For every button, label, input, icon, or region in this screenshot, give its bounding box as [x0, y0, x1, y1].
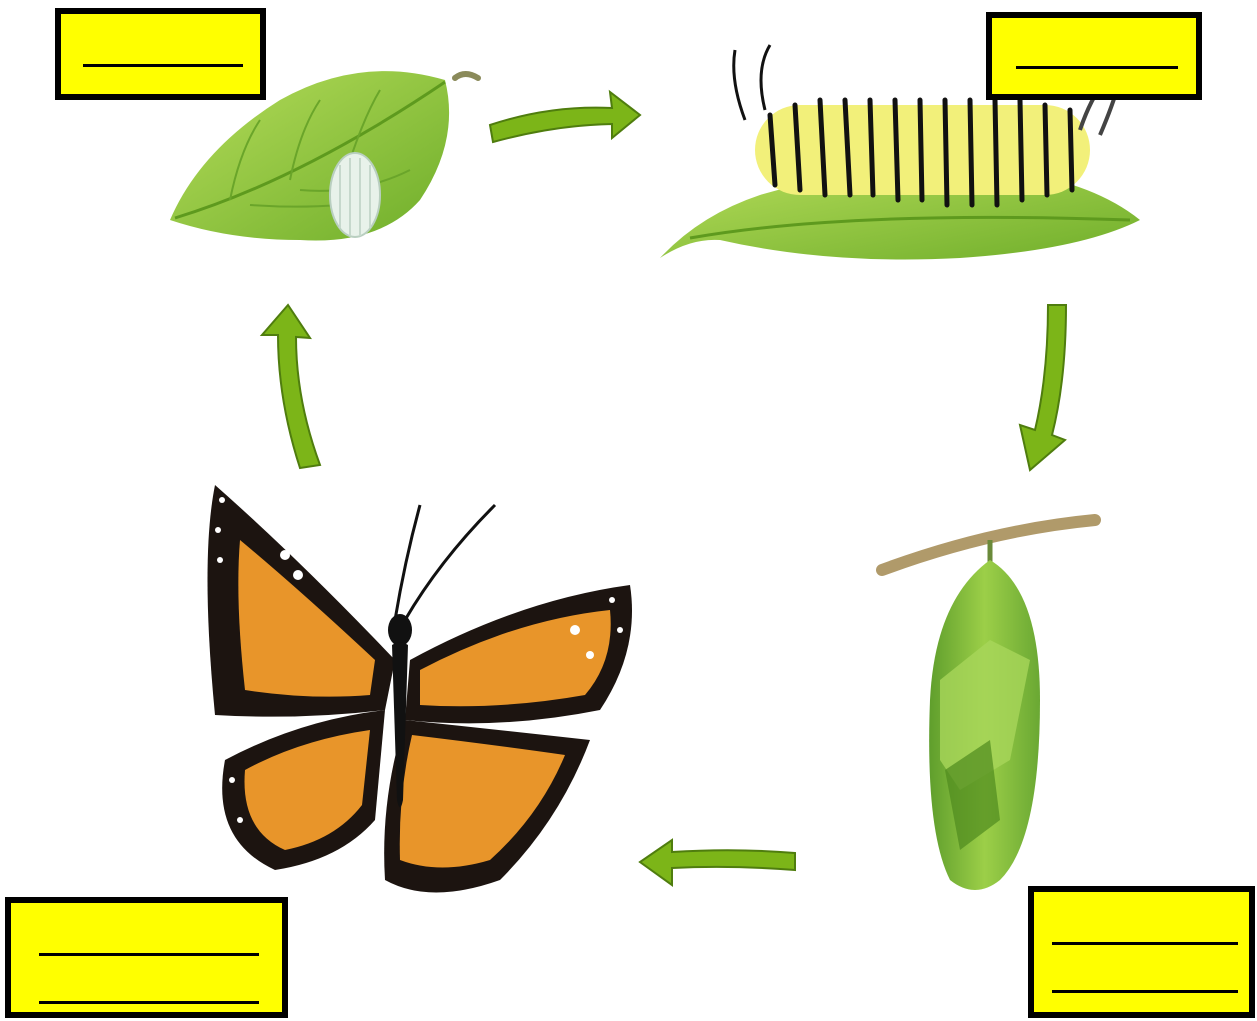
chrysalis-answer-line-2 — [1052, 990, 1238, 993]
egg-answer-line — [83, 64, 243, 67]
chrysalis-answer-line-1 — [1052, 942, 1238, 945]
arrow-butterfly-to-egg — [262, 305, 320, 468]
caterpillar-answer-line — [1016, 66, 1178, 69]
monarch-butterfly-icon — [208, 485, 633, 893]
butterfly-label-box[interactable] — [5, 897, 288, 1018]
arrow-egg-to-caterpillar — [490, 92, 640, 142]
arrow-chrysalis-to-butterfly — [640, 840, 795, 885]
caterpillar-label-box[interactable] — [986, 12, 1202, 100]
chrysalis-label-box[interactable] — [1028, 886, 1255, 1018]
egg-label-box[interactable] — [55, 8, 266, 100]
butterfly-answer-line-1 — [39, 953, 259, 956]
chrysalis-icon — [882, 520, 1095, 890]
arrow-caterpillar-to-chrysalis — [1020, 305, 1066, 470]
butterfly-answer-line-2 — [39, 1001, 259, 1004]
